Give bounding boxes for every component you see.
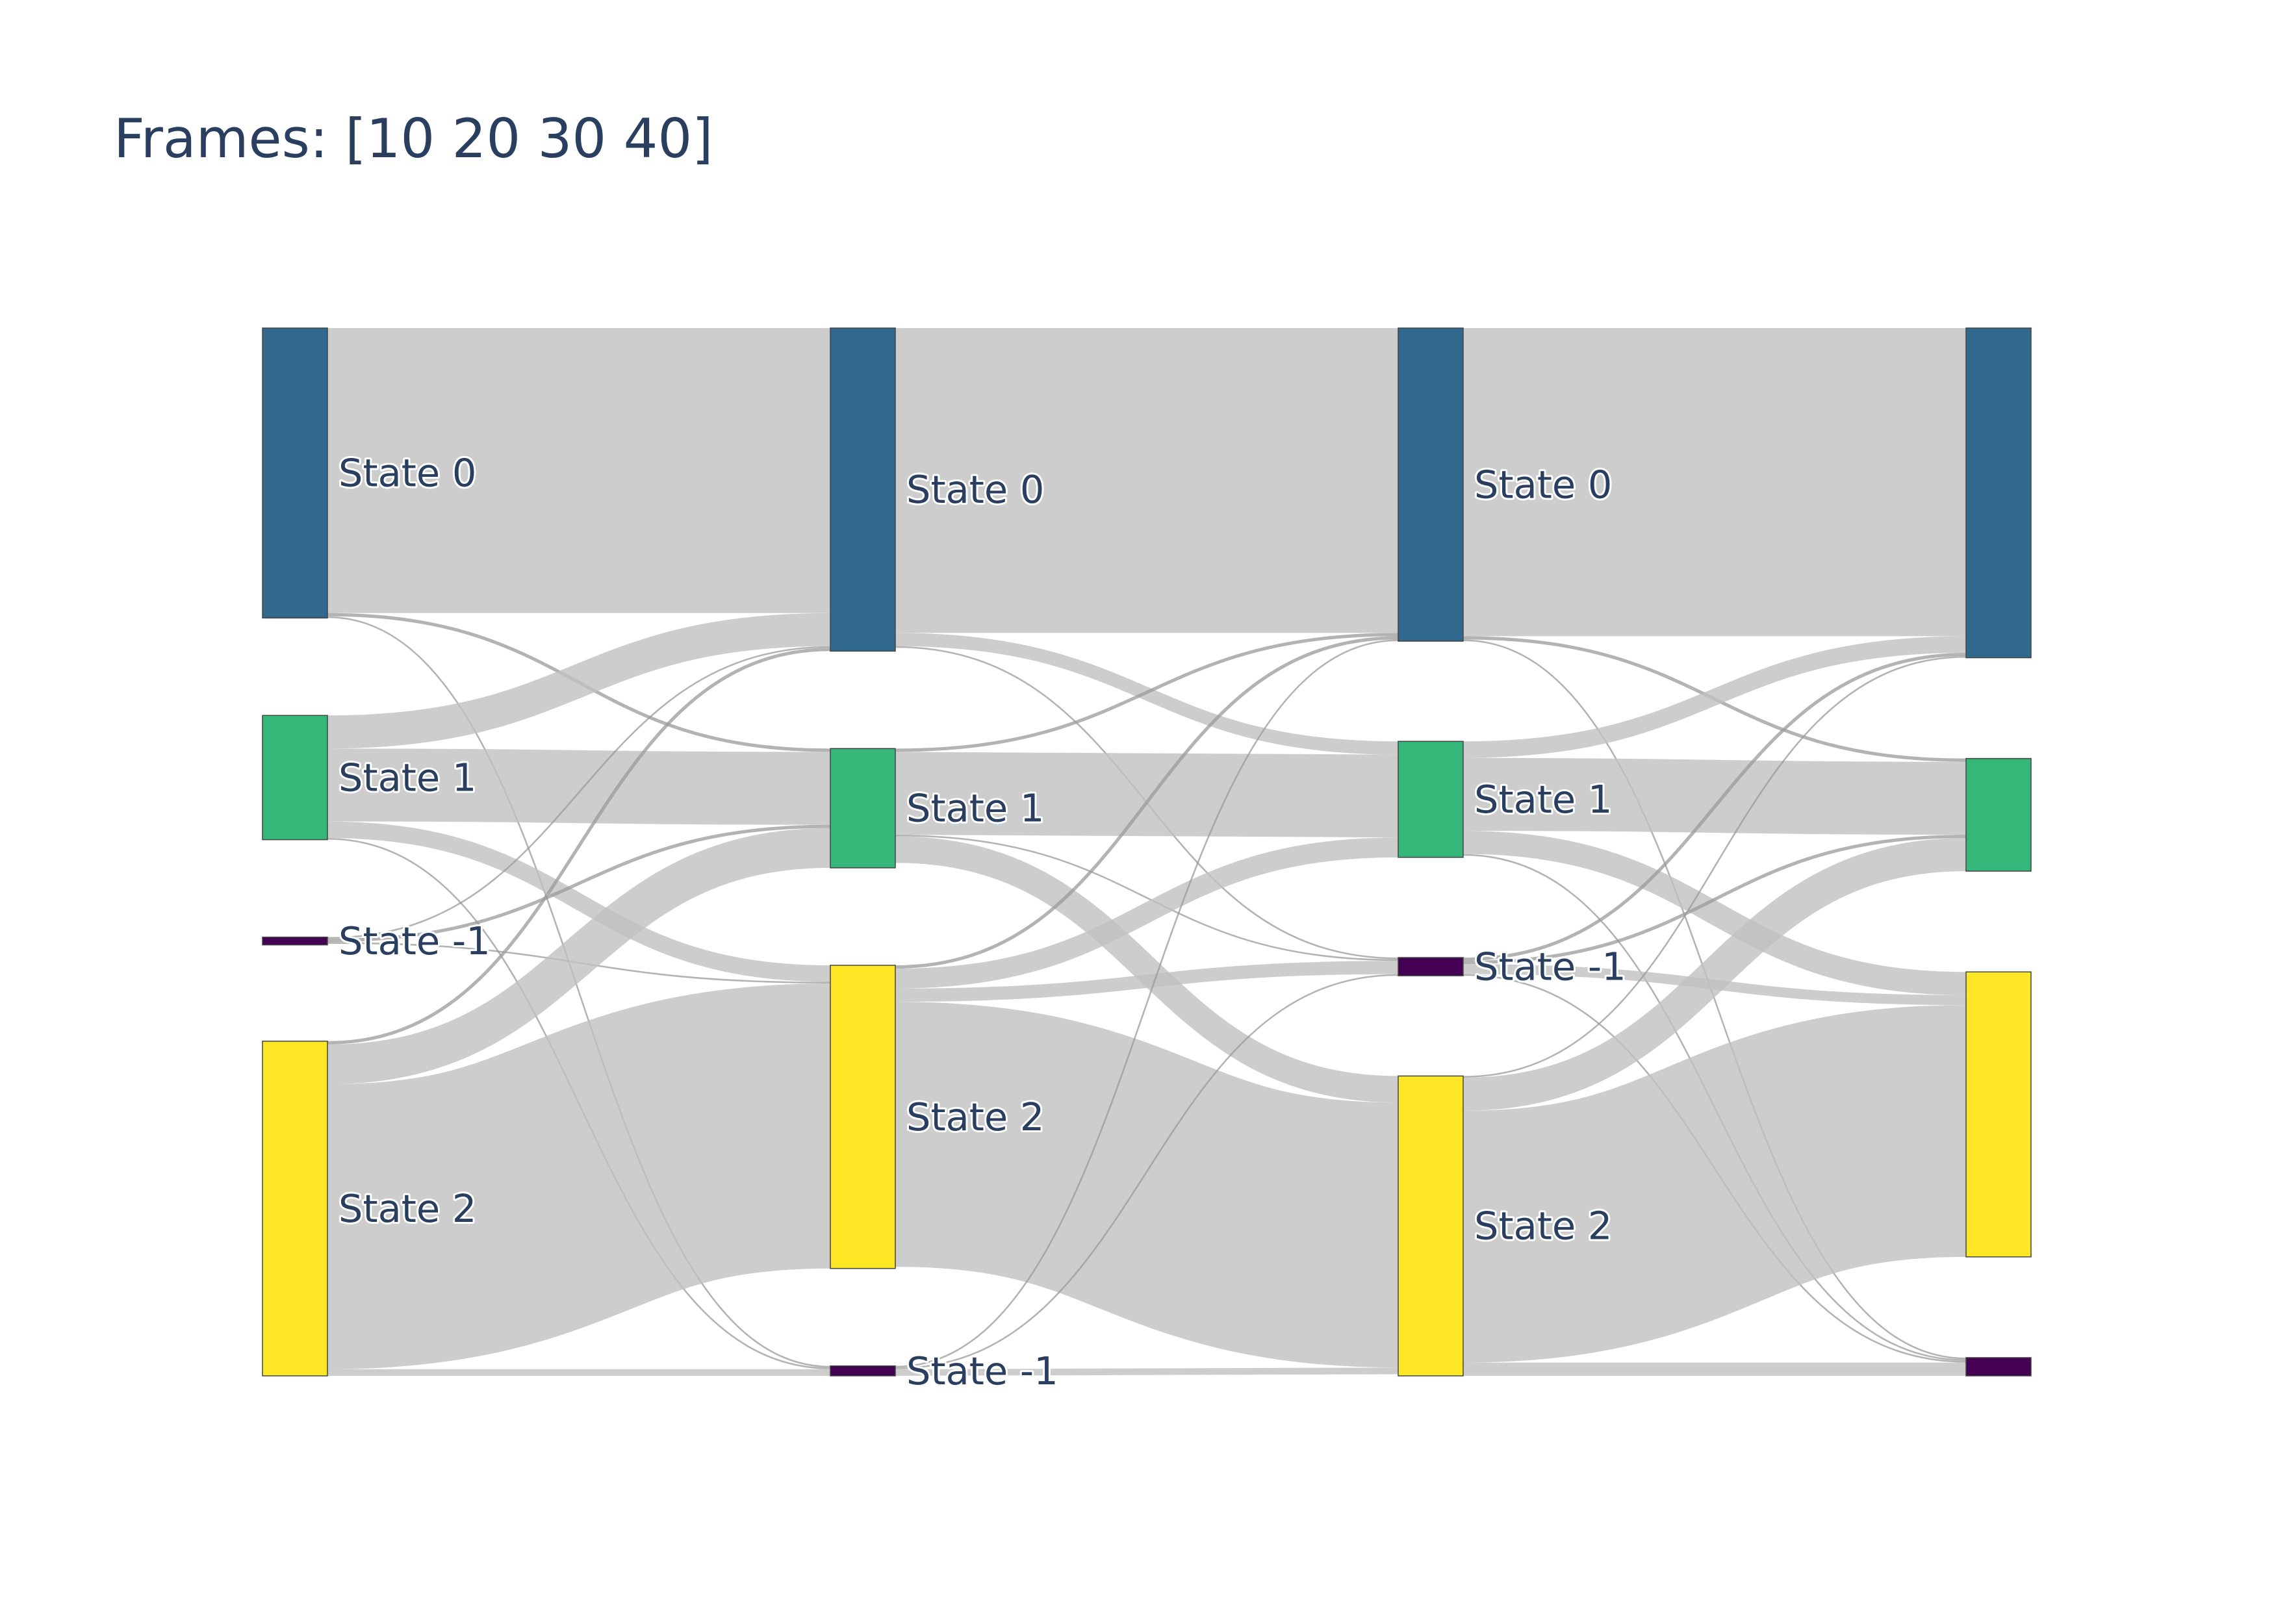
node-label-cm: State -1 — [1474, 945, 1626, 989]
link-a2-b1 — [327, 828, 831, 1085]
node-a0 — [262, 327, 328, 619]
link-c0-dm — [1463, 639, 1967, 1360]
link-bm-c0 — [895, 639, 1399, 1368]
node-d1 — [1965, 757, 2032, 872]
link-c1-d1 — [1463, 757, 1967, 835]
node-am — [262, 936, 328, 946]
link-a2-b0 — [327, 648, 831, 1045]
node-label-a0: State 0 — [339, 451, 476, 496]
node-label-a1: State 1 — [339, 755, 476, 800]
node-d0 — [1965, 327, 2032, 659]
node-a2 — [262, 1041, 328, 1377]
node-label-a2: State 2 — [339, 1186, 476, 1231]
node-label-b1: State 1 — [906, 786, 1044, 831]
node-c2 — [1398, 1075, 1464, 1377]
node-label-am: State -1 — [339, 919, 491, 963]
node-label-b0: State 0 — [906, 467, 1044, 512]
node-label-bm: State -1 — [906, 1349, 1058, 1393]
node-c1 — [1398, 741, 1464, 858]
link-bm-cm — [895, 974, 1399, 1369]
link-c1-d0 — [1463, 636, 1967, 758]
node-dm — [1965, 1357, 2032, 1377]
link-cm-d0 — [1463, 652, 1967, 961]
labels-layer: State 0 State 1 State -1 State 2 State 0 Stat… — [337, 449, 1628, 1395]
links-layer — [326, 327, 1967, 1377]
node-label-c1: State 1 — [1474, 777, 1612, 822]
link-bm-c2 — [895, 1367, 1399, 1377]
node-c0 — [1398, 327, 1464, 642]
link-b1-cm — [895, 834, 1399, 961]
node-label-c0: State 0 — [1474, 463, 1612, 507]
link-b2-c2 — [894, 1002, 1399, 1368]
link-a1-b0 — [327, 613, 831, 749]
link-cm-d1 — [1463, 834, 1967, 965]
link-b1-c1 — [895, 752, 1399, 838]
node-cm — [1398, 957, 1464, 976]
node-label-b2: State 2 — [906, 1095, 1044, 1139]
link-c2-d0 — [1463, 655, 1967, 1078]
link-b1-c2 — [895, 836, 1399, 1103]
link-b1-c0 — [895, 633, 1399, 752]
node-bm — [830, 1365, 896, 1377]
link-b2-cm — [895, 961, 1399, 1002]
node-d2 — [1965, 971, 2032, 1258]
node-a1 — [262, 715, 328, 841]
link-c2-d1 — [1463, 838, 1967, 1111]
link-c1-d2 — [1463, 831, 1967, 995]
link-a1-b1 — [327, 748, 831, 825]
node-b0 — [830, 327, 896, 652]
link-a1-b2 — [327, 821, 831, 982]
link-c2-d2 — [1462, 1005, 1967, 1363]
link-am-b1 — [327, 824, 831, 943]
link-a2-b2 — [326, 983, 832, 1369]
link-am-b0 — [327, 646, 831, 939]
node-label-c2: State 2 — [1474, 1204, 1612, 1249]
link-b2-c1 — [895, 837, 1399, 989]
nodes-layer — [262, 327, 2032, 1377]
link-b2-c0 — [895, 636, 1399, 969]
chart-title: Frames: [10 20 30 40] — [114, 107, 713, 170]
node-b1 — [830, 748, 896, 869]
link-a0-bm — [327, 616, 831, 1368]
node-b2 — [830, 965, 896, 1269]
